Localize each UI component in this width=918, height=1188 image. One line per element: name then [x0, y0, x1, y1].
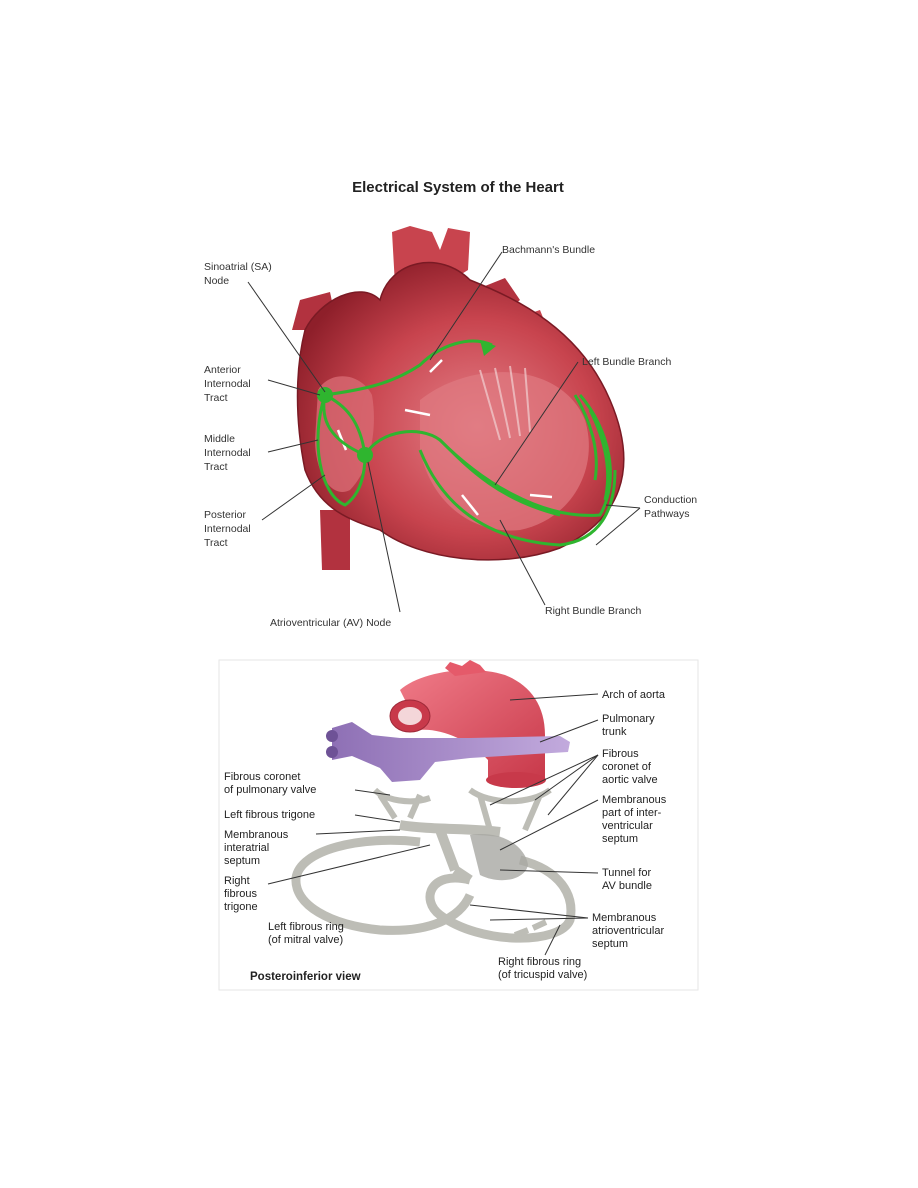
figure2-labels: Arch of aorta Pulmonary trunk Fibrous co… [224, 689, 669, 983]
electrical-system-figure: Electrical System of the Heart [204, 179, 700, 629]
leader-conduction-a [605, 504, 641, 509]
leader-coronet-aortic-b [489, 754, 599, 806]
leader-middle [267, 439, 319, 453]
conduction-system [316, 339, 617, 547]
label-av-node: Atrioventricular (AV) Node [270, 617, 391, 629]
aorta-branches [445, 660, 486, 676]
leader-left-bundle [494, 361, 579, 486]
label-left-trigone: Left fibrous trigone [224, 809, 315, 821]
leader-left-trigone [354, 814, 401, 823]
leader-right-bundle [499, 519, 546, 606]
leader-membranous-iv [499, 799, 599, 851]
posterior-tract-path [316, 394, 367, 507]
heart-illustration [292, 226, 625, 570]
leader-anterior [267, 379, 321, 396]
bachmanns-bundle-path [324, 339, 493, 397]
label-sa-node: Sinoatrial (SA) Node [204, 261, 275, 287]
leader-pulmonary [539, 719, 599, 743]
label-right-trigone: Right fibrous trigone [224, 875, 260, 913]
label-membranous-atrioventricular: Membranous atrioventricular septum [592, 912, 667, 950]
label-membranous-interatrial: Membranous interatrial septum [224, 829, 291, 867]
leader-membranous-ia [315, 829, 401, 835]
purkinje-path [573, 394, 610, 501]
label-bachmanns-bundle: Bachmann's Bundle [502, 244, 595, 256]
leader-arch [509, 693, 599, 701]
label-posterior-tract: Posterior Internodal Tract [204, 509, 254, 549]
figure1-labels: Sinoatrial (SA) Node Anterior Internodal… [204, 244, 700, 629]
leader-bachmann [429, 251, 503, 361]
figure1-leader-lines [247, 251, 641, 613]
label-coronet-aortic: Fibrous coronet of aortic valve [602, 748, 658, 786]
right-atrium-chamber [315, 376, 374, 492]
aortic-valve-ring-top [486, 772, 546, 788]
left-fibrous-ring [291, 835, 475, 935]
pulmonary-coronet [372, 787, 431, 820]
flow-arrow [461, 494, 479, 516]
pulmonary-trunk-shape [332, 722, 570, 782]
label-right-ring: Right fibrous ring (of tricuspid valve) [498, 956, 587, 981]
leader-coronet-aortic-c [547, 754, 599, 816]
leader-membranous-av-a [489, 917, 589, 921]
pulmonary-cut-end-a [326, 730, 338, 742]
figure2-caption: Posteroinferior view [250, 971, 361, 983]
leader-coronet-aortic-a [534, 754, 599, 801]
pulmonary-cut-end-b [326, 746, 338, 758]
figure1-title: Electrical System of the Heart [352, 179, 564, 196]
left-ventricle-chamber [420, 372, 589, 531]
central-fibrous-body [399, 820, 501, 885]
label-left-ring: Left fibrous ring (of mitral valve) [268, 921, 347, 946]
leader-membranous-av-b [469, 904, 589, 919]
av-node-marker [357, 447, 373, 463]
membranous-septum-shape [470, 834, 528, 881]
label-left-bundle: Left Bundle Branch [582, 356, 671, 368]
label-coronet-pulmonary: Fibrous coronet of pulmonary valve [224, 771, 316, 796]
pulmonary-illustration [326, 722, 570, 782]
leader-conduction-b [595, 507, 641, 546]
figure2-leader-lines [267, 693, 599, 956]
valve-strands [479, 365, 531, 441]
label-middle-tract: Middle Internodal Tract [204, 433, 254, 473]
label-right-bundle: Right Bundle Branch [545, 605, 641, 617]
flow-arrow [429, 359, 443, 373]
right-bundle-path [418, 449, 617, 547]
label-tunnel-av: Tunnel for AV bundle [602, 867, 654, 892]
label-arch-aorta: Arch of aorta [602, 689, 666, 701]
label-pulmonary-trunk: Pulmonary trunk [602, 713, 658, 738]
right-fibrous-ring [425, 855, 576, 943]
fibrous-skeleton-figure: Arch of aorta Pulmonary trunk Fibrous co… [218, 659, 699, 991]
leader-right-ring [544, 924, 561, 956]
leader-posterior [261, 474, 326, 521]
flow-arrow [529, 493, 553, 499]
leader-right-trigone [267, 844, 431, 885]
leader-coronet-pulm [354, 789, 391, 796]
left-bundle-path [438, 394, 612, 517]
flow-arrow [404, 408, 431, 417]
label-conduction: Conduction Pathways [644, 494, 700, 520]
label-anterior-tract: Anterior Internodal Tract [204, 364, 254, 404]
ring-dashes [513, 919, 548, 938]
leader-av [367, 461, 401, 613]
inferior-vena-cava [320, 510, 350, 570]
sa-node-marker [317, 387, 333, 403]
label-membranous-interventricular: Membranous part of inter- ventricular se… [602, 794, 669, 845]
leader-tunnel [499, 869, 599, 874]
fibrous-skeleton [291, 787, 576, 943]
leader-sa [247, 281, 326, 393]
bachmann-arrowhead [480, 340, 496, 356]
aorta-lumen [398, 707, 422, 725]
